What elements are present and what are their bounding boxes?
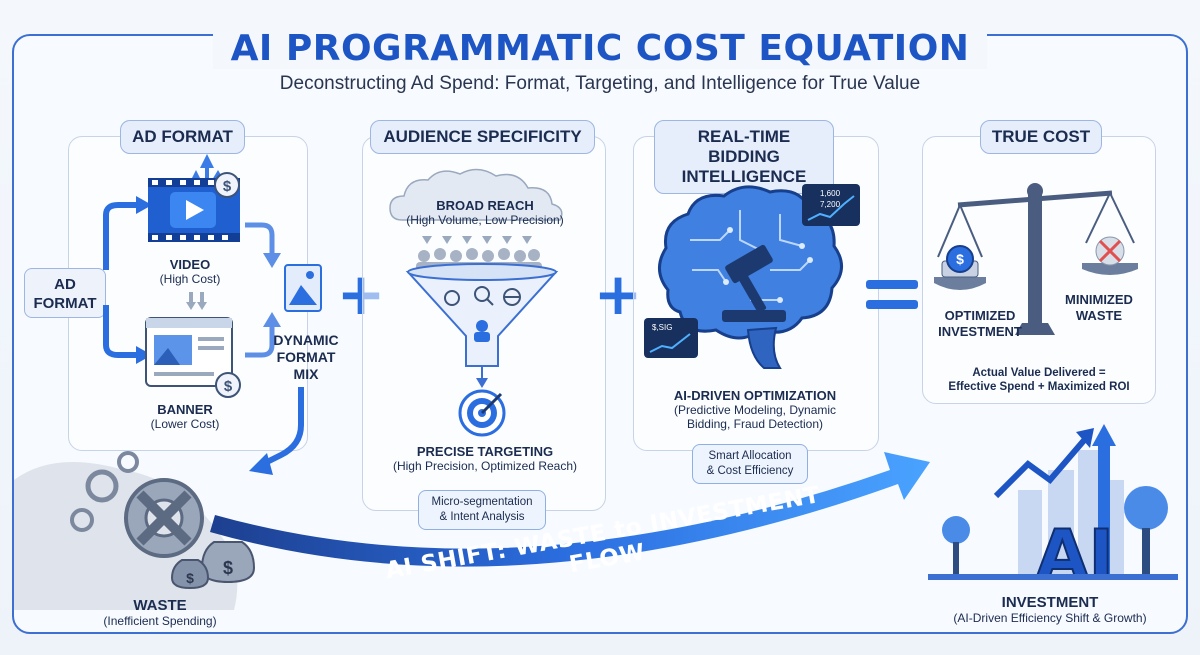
svg-text:7,200: 7,200 (820, 200, 841, 209)
precise-targeting-label: PRECISE TARGETING(High Precision, Optimi… (392, 444, 578, 473)
brain-graphic: 1,600 7,200 $,SIG (644, 184, 860, 369)
investment-graphic: AI (928, 424, 1178, 596)
scale-icon (934, 183, 1138, 335)
ad-format-graphics: $ $ (103, 154, 322, 398)
dynamic-format-icon (284, 264, 322, 312)
banner-label: BANNER(Lower Cost) (150, 402, 220, 431)
video-label: VIDEO(High Cost) (159, 257, 221, 286)
chart-screen-icon: 1,600 7,200 (802, 184, 860, 226)
actual-value-label: Actual Value Delivered =Effective Spend … (948, 367, 1130, 393)
x-cross-icon (1095, 236, 1125, 266)
svg-text:$,SIG: $,SIG (652, 323, 672, 332)
coin-stack-icon: $ (941, 245, 979, 278)
equals-operator: = (866, 280, 918, 309)
cloud-icon (389, 168, 563, 221)
svg-text:$: $ (223, 558, 233, 578)
gear-x-icon (124, 478, 204, 558)
gavel-icon (722, 244, 786, 322)
video-play-icon (148, 178, 240, 242)
svg-text:1,600: 1,600 (820, 189, 841, 198)
dollar-coin-icon: $ (214, 172, 240, 198)
true-cost-title: TRUE COST (980, 120, 1102, 154)
scale-graphic: $ (934, 183, 1138, 335)
broad-reach-label: BROAD REACH(High Volume, Low Precision) (406, 198, 564, 227)
ai-letters-icon: AI (1036, 516, 1114, 595)
investment-label: INVESTMENT(AI-Driven Efficiency Shift & … (953, 594, 1147, 625)
micro-segmentation-pill: Micro-segmentation& Intent Analysis (418, 490, 546, 530)
svg-text:$: $ (223, 178, 232, 195)
tree-icon (942, 486, 1168, 576)
svg-text:$: $ (224, 378, 233, 395)
svg-text:$: $ (186, 570, 194, 586)
page-subtitle: Deconstructing Ad Spend: Format, Targeti… (279, 73, 921, 94)
ai-optimization-label: AI-DRIVEN OPTIMIZATION(Predictive Modeli… (673, 388, 837, 431)
money-bag-icon: $ $ (170, 541, 256, 590)
chart-screen-icon: $,SIG (644, 318, 698, 358)
format-to-waste-arrow (249, 387, 304, 475)
gear-icon (85, 469, 119, 503)
growth-arrow-icon (993, 424, 1116, 574)
gear-icon (70, 508, 94, 532)
gear-small-icon (444, 290, 460, 306)
target-icon (458, 389, 506, 437)
audience-title: AUDIENCE SPECIFICITY (370, 120, 595, 154)
smart-allocation-pill: Smart Allocation& Cost Efficiency (692, 444, 808, 484)
banner-image-icon (145, 317, 233, 387)
gear-icon (117, 451, 139, 473)
dollar-coin-icon: $ (215, 372, 241, 398)
ad-format-title: AD FORMAT (120, 120, 245, 154)
magnifier-icon (474, 286, 490, 302)
page-title: AI PROGRAMMATIC COST EQUATION (0, 28, 1200, 69)
svg-text:$: $ (956, 251, 964, 267)
waste-label: WASTE(Inefficient Spending) (103, 597, 217, 628)
funnel-graphic (389, 168, 563, 388)
waste-graphic: $ $ (14, 451, 256, 610)
